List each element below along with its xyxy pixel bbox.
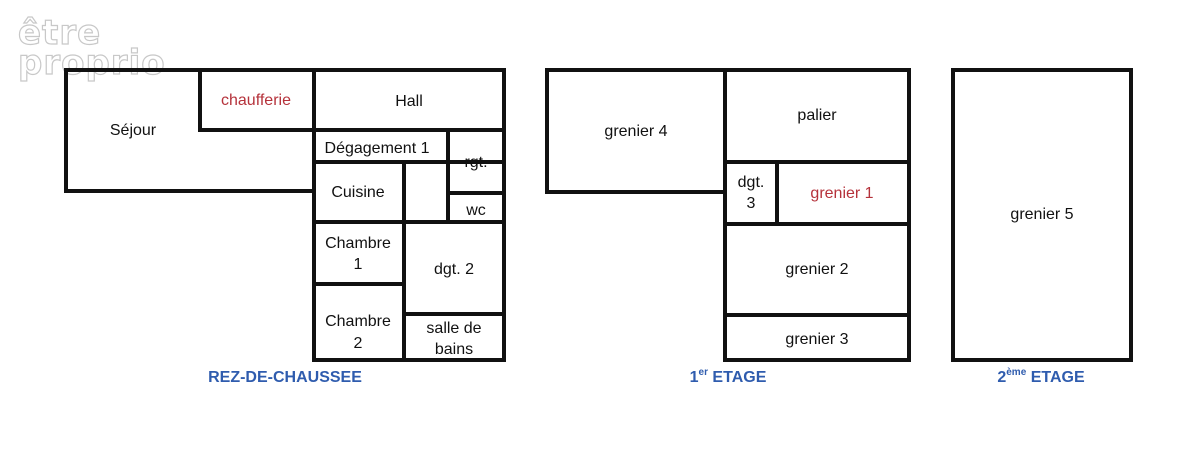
etage1-outline	[545, 68, 911, 362]
room-label-chaufferie: chaufferie	[221, 92, 291, 109]
room-label-wc: wc	[465, 202, 486, 219]
room-label-grenier-3: grenier 3	[785, 331, 848, 348]
chaufferie-wall	[198, 68, 316, 132]
rdc-outline	[64, 68, 506, 362]
level-title-2eme-etage: 2ème ETAGE	[997, 367, 1085, 386]
room-label-hall: Hall	[395, 93, 423, 110]
room-label-rgt: rgt.	[464, 154, 487, 171]
room-label-sejour: Séjour	[110, 122, 157, 139]
room-label-salle-de-bains-line1: salle de	[426, 320, 481, 337]
level-2-number: 2	[997, 369, 1006, 386]
room-label-cuisine: Cuisine	[331, 184, 384, 201]
room-label-chambre-2-line1: Chambre	[325, 313, 391, 330]
room-label-grenier-2: grenier 2	[785, 261, 848, 278]
room-label-grenier-1: grenier 1	[810, 185, 873, 202]
room-label-chambre-2-line2: 2	[354, 335, 363, 352]
walls-rez-de-chaussee	[64, 68, 506, 362]
walls-2eme-etage	[951, 68, 1133, 362]
walls-1er-etage	[545, 68, 911, 362]
level-title-1er-etage: 1er ETAGE	[690, 367, 767, 386]
room-label-chambre-1-line1: Chambre	[325, 235, 391, 252]
level-1-number: 1	[690, 369, 699, 386]
room-label-grenier-5: grenier 5	[1010, 206, 1073, 223]
logo-line-1: être	[17, 13, 102, 53]
level-2-label: ETAGE	[1026, 369, 1085, 386]
etage2-outline	[951, 68, 1133, 362]
room-label-palier: palier	[797, 107, 837, 124]
room-label-salle-de-bains-line2: bains	[435, 341, 473, 358]
level-1-superscript: er	[699, 367, 709, 378]
level-title-rez-de-chaussee: REZ-DE-CHAUSSEE	[208, 369, 362, 386]
room-label-chambre-1-line2: 1	[354, 256, 363, 273]
room-label-dgt-3-line2: 3	[747, 195, 756, 212]
logo-line-2: proprio	[17, 43, 166, 83]
level-2-superscript: ème	[1006, 367, 1026, 378]
room-label-dgt-3-line1: dgt.	[738, 174, 765, 191]
room-label-dgt-2: dgt. 2	[434, 261, 474, 278]
room-label-degagement-1: Dégagement 1	[325, 140, 430, 157]
level-1-label: ETAGE	[708, 369, 767, 386]
room-label-grenier-4: grenier 4	[604, 123, 667, 140]
etre-proprio-logo: être proprio	[17, 13, 166, 83]
